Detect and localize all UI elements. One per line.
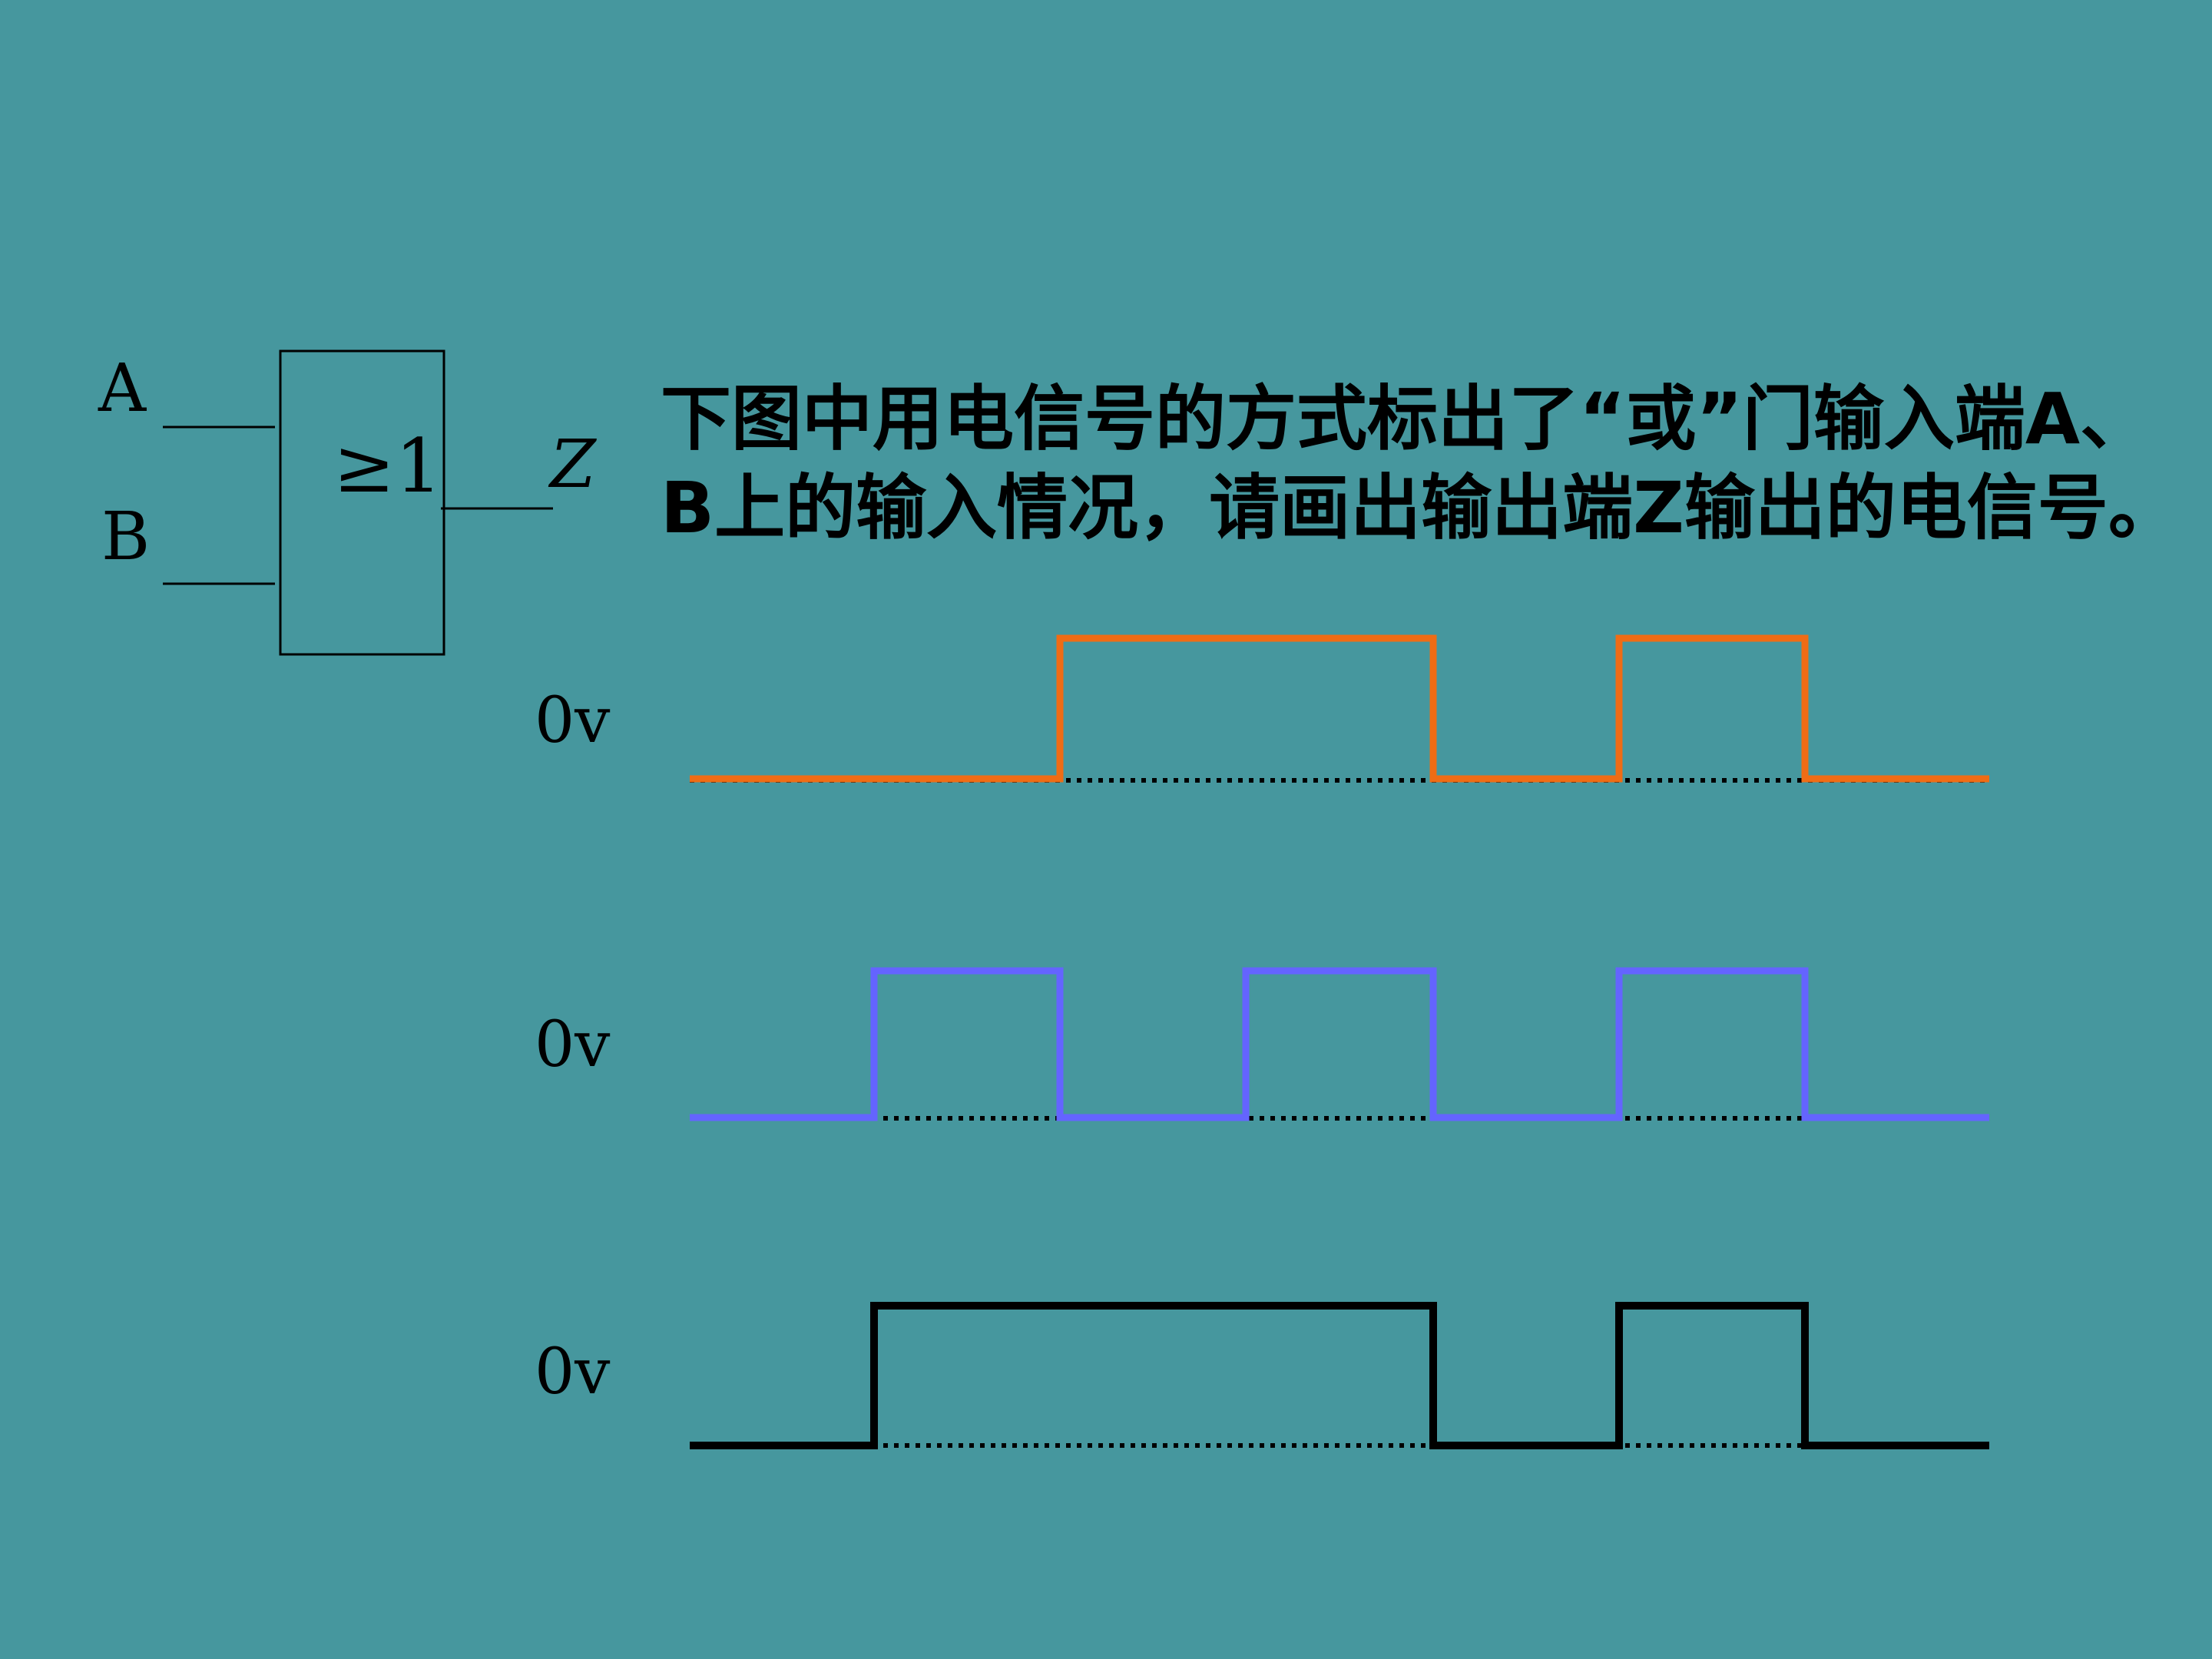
waveform-row-a: 0v <box>535 634 1989 783</box>
question-line-2: B上的输入情况，请画出输出端Z输出的电信号。 <box>661 467 2179 549</box>
output-z-label: Z <box>548 426 597 503</box>
signal-b <box>690 967 1989 1121</box>
baseline-label-b: 0v <box>535 1008 611 1081</box>
gate-symbol: ≥1 <box>333 423 442 509</box>
input-a-label: A <box>98 350 147 427</box>
baseline-label-a: 0v <box>535 684 611 757</box>
baseline-label-z: 0v <box>535 1336 611 1409</box>
waveform-row-z: 0v <box>535 1302 1989 1449</box>
or-gate: A B Z ≥1 <box>98 349 597 656</box>
waveform-row-b: 0v <box>535 967 1989 1121</box>
signal-z <box>690 1302 1989 1449</box>
question-line-1: 下图中用电信号的方式标出了“或”门输入端A、 <box>661 378 2151 460</box>
input-b-label: B <box>101 498 150 575</box>
gate-box <box>279 349 445 656</box>
signal-a <box>690 634 1989 783</box>
question-text: 下图中用电信号的方式标出了“或”门输入端A、 B上的输入情况，请画出输出端Z输出… <box>661 375 2197 553</box>
